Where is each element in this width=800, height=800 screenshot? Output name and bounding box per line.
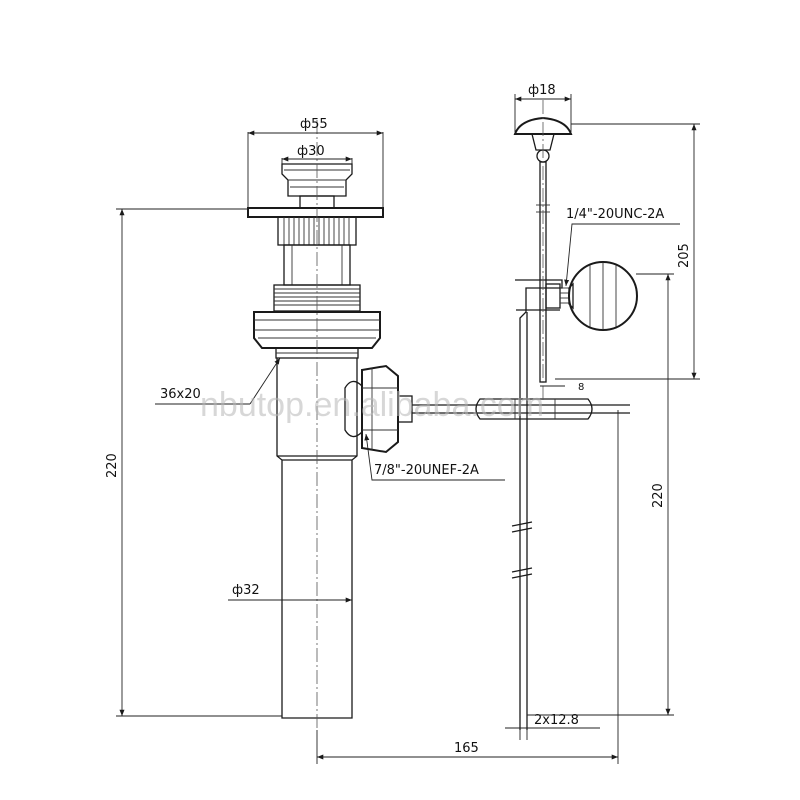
label-phi32: ф32	[232, 583, 260, 598]
label-36x20: 36x20	[160, 387, 201, 402]
lift-ball	[568, 261, 638, 331]
label-165: 165	[454, 741, 479, 756]
label-phi55: ф55	[300, 117, 328, 132]
break-marks	[511, 521, 533, 579]
label-220-left: 220	[105, 453, 120, 478]
label-220-right: 220	[651, 483, 666, 508]
labels: ф55 ф30 ф18 1/4"-20UNC-2A 205 36x20 220 …	[105, 83, 692, 756]
label-phi18: ф18	[528, 83, 556, 98]
dimensions	[116, 94, 700, 764]
pivot-rod	[412, 398, 630, 420]
label-2x12-8: 2x12.8	[534, 713, 579, 728]
label-thread-nut: 7/8"-20UNEF-2A	[374, 463, 479, 478]
flange-cap	[247, 207, 384, 218]
label-8: 8	[578, 382, 584, 393]
label-thread-rod: 1/4"-20UNC-2A	[566, 207, 664, 222]
drain-assembly	[247, 120, 384, 730]
label-205: 205	[677, 243, 692, 268]
pivot-nut	[344, 364, 413, 454]
watermark: nbutop.en.alibaba.com	[200, 386, 544, 424]
knurled-ring	[277, 216, 357, 246]
label-phi30: ф30	[297, 144, 325, 159]
lift-rod	[511, 100, 638, 730]
